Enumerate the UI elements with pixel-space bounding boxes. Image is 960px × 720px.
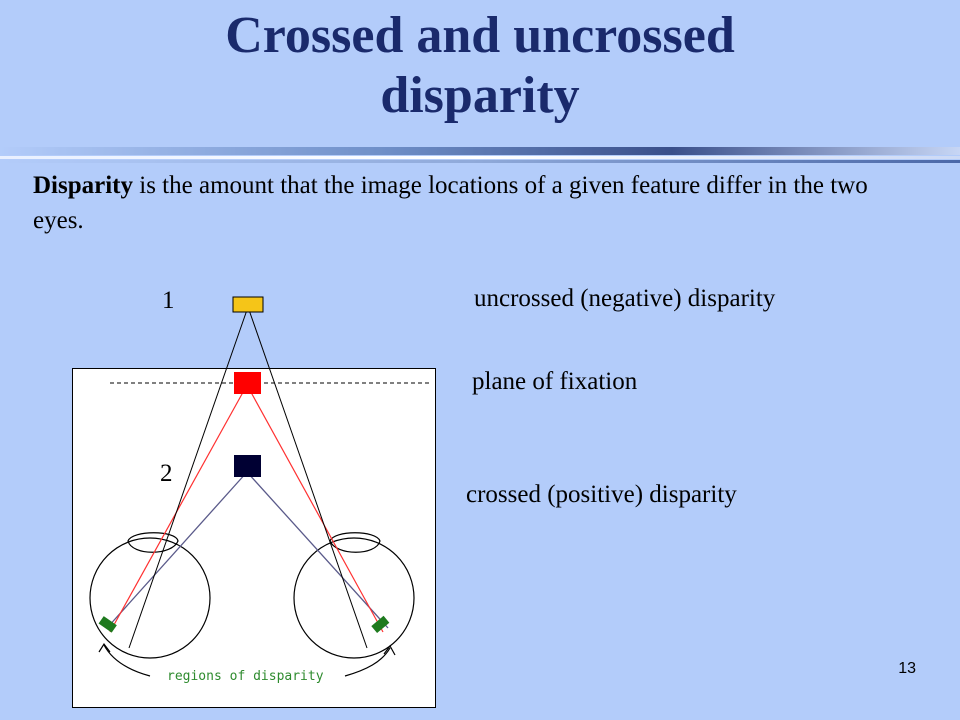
near-object <box>234 455 261 477</box>
fixation-object <box>234 372 261 394</box>
left-retina-patch <box>98 616 117 633</box>
disparity-diagram-panel <box>72 368 436 708</box>
left-arrow-head-icon <box>98 642 111 653</box>
definition-body: is the amount that the image locations o… <box>33 172 868 234</box>
crossed-disparity-label: crossed (positive) disparity <box>466 481 737 508</box>
title-divider-bottom <box>0 160 960 163</box>
marker-1: 1 <box>162 287 175 314</box>
right-retina-patch <box>371 615 390 633</box>
uncrossed-disparity-label: uncrossed (negative) disparity <box>474 285 776 312</box>
definition-term: Disparity <box>33 172 133 199</box>
fixation-ray-left <box>109 384 248 633</box>
plane-of-fixation-label: plane of fixation <box>472 368 638 395</box>
right-arrow-head-icon <box>383 644 396 656</box>
slide-title: Crossed and uncrossed disparity <box>0 6 960 126</box>
left-curved-arrow <box>103 644 151 677</box>
right-eye <box>293 532 415 659</box>
title-line-1: Crossed and uncrossed <box>225 7 735 64</box>
far-ray-right <box>247 306 368 649</box>
marker-2: 2 <box>160 460 173 487</box>
slide-number: 13 <box>898 660 916 677</box>
near-ray-right <box>246 471 389 629</box>
title-divider-top <box>0 147 960 155</box>
definition-text: Disparity is the amount that the image l… <box>33 168 913 238</box>
left-eye <box>89 532 211 659</box>
far-ray-left <box>128 306 249 649</box>
title-line-2: disparity <box>380 67 580 124</box>
right-curved-arrow <box>344 647 391 677</box>
regions-of-disparity-label: regions of disparity <box>167 669 324 684</box>
title-divider-middle <box>0 156 960 159</box>
near-ray-left <box>106 471 248 629</box>
far-object <box>232 296 264 313</box>
fixation-ray-right <box>246 384 384 633</box>
